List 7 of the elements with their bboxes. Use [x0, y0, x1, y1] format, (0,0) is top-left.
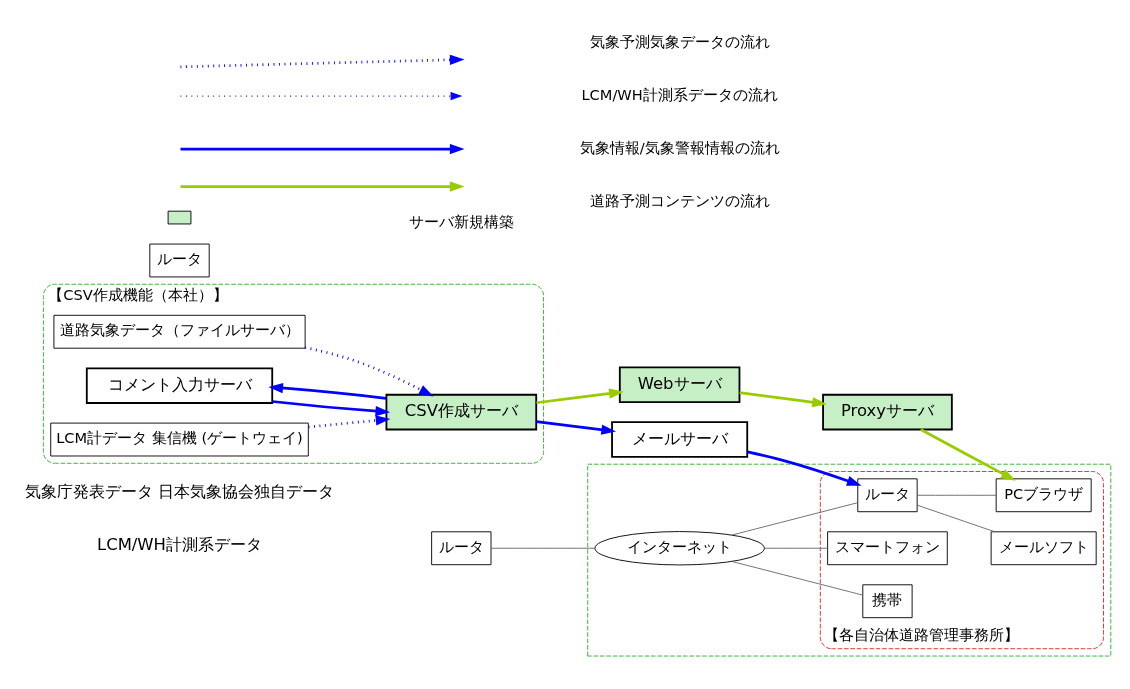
label: LCM/WH計測系データ [97, 534, 262, 554]
legend-label: 道路予測コンテンツの流れ [589, 191, 770, 209]
legend-label: 気象情報/気象警報情報の流れ [579, 138, 780, 156]
label: 気象庁発表データ 日本気象協会独自データ [24, 481, 335, 501]
legend-label: サーバ新規構築 [408, 212, 514, 230]
legend-label: 気象予測気象データの流れ [589, 32, 770, 50]
legend-label: LCM/WH計測系データの流れ [581, 85, 778, 103]
